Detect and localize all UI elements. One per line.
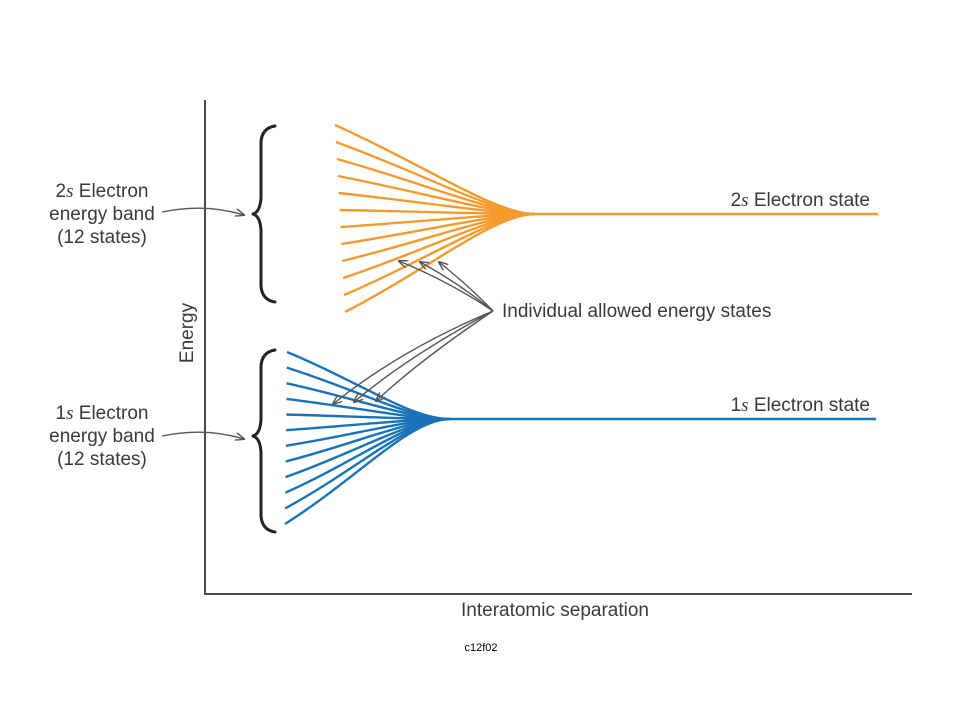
band-2s-count: (12 states) <box>57 227 147 248</box>
arrow-to-2s-state-b <box>420 262 494 312</box>
arrow-to-1s-state-a <box>333 310 494 404</box>
band-2s-subtitle: energy band <box>49 204 155 225</box>
band-1s-subtitle: energy band <box>49 426 155 447</box>
band-2s-state-curve-12 <box>344 212 536 314</box>
band-1s-title: 1s Electron <box>56 403 149 424</box>
band-1s-state-curve-12 <box>284 417 451 526</box>
band-2s-pointer-arrow <box>161 207 244 215</box>
arrow-to-2s-state-c <box>439 262 494 312</box>
allowed-states-arrows <box>333 261 494 404</box>
brace-1s-band <box>251 348 277 534</box>
arrow-to-2s-state-a <box>399 261 494 312</box>
band-2s-state-curve-2 <box>335 140 536 216</box>
state-2s-label: 2s Electron state <box>731 190 870 211</box>
arrow-to-1s-state-b <box>354 310 494 402</box>
band-1s-pointer-arrow <box>161 431 244 439</box>
band-1s-state-curve-1 <box>286 350 451 421</box>
brace-2s-band <box>251 124 277 304</box>
band-1s-count: (12 states) <box>57 449 147 470</box>
allowed-states-annotation: Individual allowed energy states <box>502 301 771 322</box>
state-1s-label: 1s Electron state <box>731 395 870 416</box>
band-2s-curves <box>334 123 536 314</box>
x-axis-label: Interatomic separation <box>461 600 649 621</box>
band-2s-state-curve-1 <box>334 123 536 216</box>
arrow-to-1s-state-c <box>376 310 494 401</box>
band-2s-title: 2s Electron <box>56 181 149 202</box>
figure-id: c12f02 <box>464 642 497 654</box>
y-axis-label: Energy <box>177 302 198 363</box>
